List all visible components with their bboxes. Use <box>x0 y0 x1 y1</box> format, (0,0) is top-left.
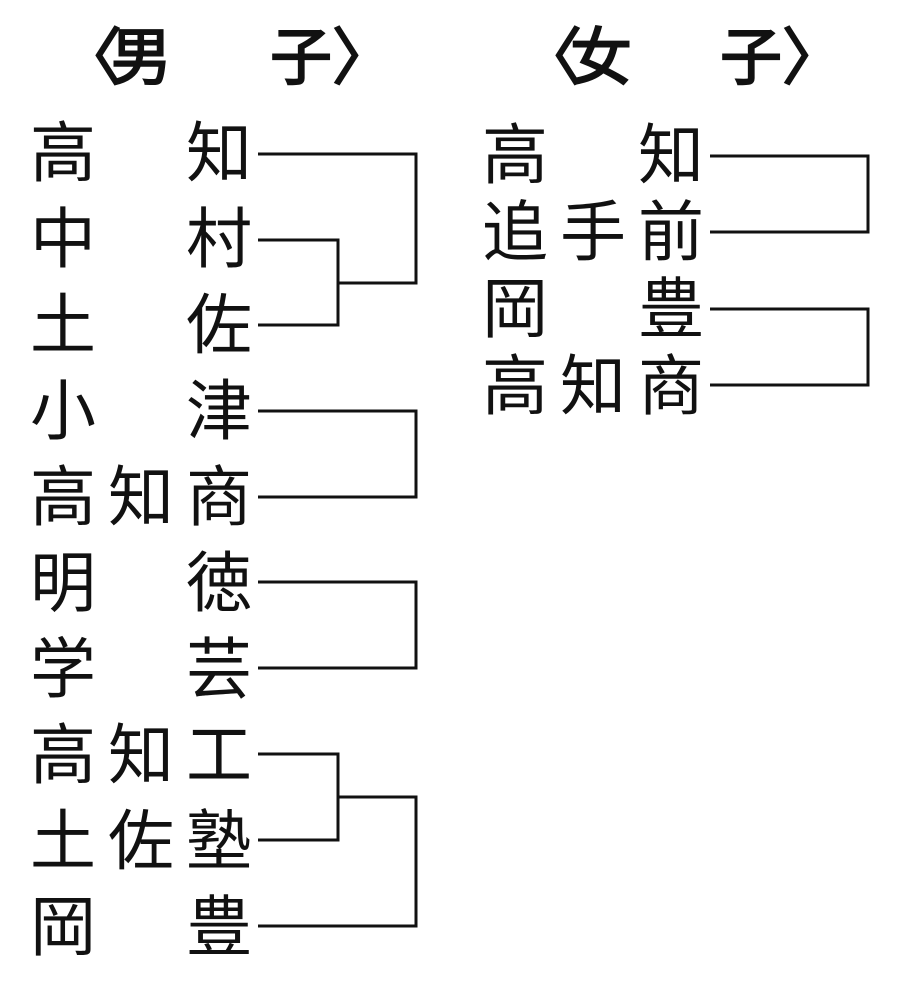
men-heading: 〈 男 子 〉 <box>60 18 394 98</box>
team-char: 豊 <box>638 271 704 348</box>
team-char: 学 <box>30 631 96 708</box>
men-heading-open-bracket: 〈 <box>60 21 123 94</box>
men-heading-char-1: 男 <box>110 21 173 94</box>
team-char: 土 <box>30 287 96 364</box>
team-char: 知 <box>186 115 252 192</box>
team-char: 追 <box>482 194 548 271</box>
team-char: 高 <box>30 115 96 192</box>
women-heading-open-bracket: 〈 <box>520 21 583 94</box>
team-char: 知 <box>108 717 174 794</box>
team-char: 知 <box>560 348 626 425</box>
bracket-women-okou-kochisho <box>710 307 870 387</box>
team-char: 高 <box>30 459 96 536</box>
bracket-men-okou-final <box>258 795 418 928</box>
bracket-men-ozu-kochisho <box>258 409 418 499</box>
team-char: 知 <box>638 117 704 194</box>
team-char: 前 <box>638 194 704 271</box>
team-char: 佐 <box>186 287 252 364</box>
team-char: 中 <box>30 201 96 278</box>
team-char: 商 <box>638 348 704 425</box>
team-char: 工 <box>186 717 252 794</box>
team-char: 土 <box>30 803 96 880</box>
team-char: 塾 <box>186 803 252 880</box>
team-char: 岡 <box>30 889 96 966</box>
women-heading: 〈 女 子 〉 <box>520 18 850 98</box>
bracket-men-kochi-final <box>258 152 418 285</box>
women-heading-char-1: 女 <box>570 21 633 94</box>
team-char: 津 <box>186 373 252 450</box>
team-char: 村 <box>186 201 252 278</box>
team-char: 徳 <box>186 545 252 622</box>
team-char: 手 <box>560 194 626 271</box>
men-heading-close-bracket: 〉 <box>332 21 395 94</box>
men-heading-char-2: 子 <box>270 21 333 94</box>
women-heading-char-2: 子 <box>720 21 783 94</box>
team-char: 佐 <box>108 803 174 880</box>
bracket-men-nakamura-tosa <box>258 238 340 327</box>
women-heading-close-bracket: 〉 <box>782 21 845 94</box>
team-char: 岡 <box>482 271 548 348</box>
team-char: 商 <box>186 459 252 536</box>
team-char: 芸 <box>186 631 252 708</box>
bracket-women-kochi-otemae <box>710 154 870 234</box>
bracket-men-kochiko-tosajuku <box>258 752 340 842</box>
team-char: 明 <box>30 545 96 622</box>
bracket-men-meitoku-gakugei <box>258 580 418 670</box>
team-char: 豊 <box>186 889 252 966</box>
team-char: 小 <box>30 373 96 450</box>
team-char: 高 <box>482 117 548 194</box>
team-char: 高 <box>30 717 96 794</box>
team-char: 高 <box>482 348 548 425</box>
team-char: 知 <box>108 459 174 536</box>
